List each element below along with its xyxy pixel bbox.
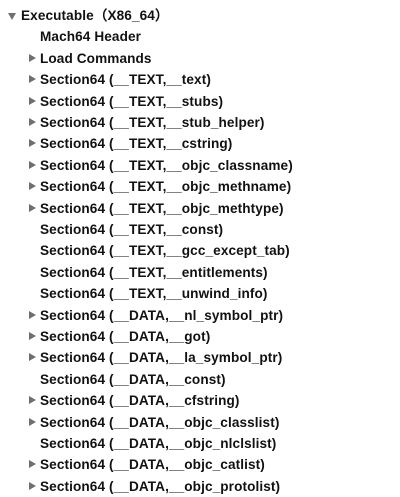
tree-item-label: Load Commands	[40, 50, 152, 66]
tree-item[interactable]: Mach64 Header	[0, 26, 400, 47]
tree-item-label: Section64 (__DATA,__nl_symbol_ptr)	[40, 307, 284, 323]
disclosure-triangle-right-icon[interactable]	[29, 353, 36, 362]
tree-item[interactable]: Section64 (__TEXT,__objc_classname)	[0, 155, 400, 176]
tree-item[interactable]: Section64 (__DATA,__la_symbol_ptr)	[0, 347, 400, 368]
disclosure-triangle-right-icon[interactable]	[29, 75, 36, 84]
tree-item-label: Section64 (__TEXT,__const)	[40, 222, 224, 237]
tree-item[interactable]: Section64 (__TEXT,__const)	[0, 219, 400, 240]
tree-item-label: Section64 (__DATA,__got)	[40, 329, 211, 344]
tree-item-label: Section64 (__TEXT,__objc_methname)	[40, 179, 292, 195]
tree-item-label: Section64 (__DATA,__cfstring)	[40, 393, 240, 409]
disclosure-triangle-right-icon[interactable]	[29, 417, 36, 426]
disclosure-triangle-right-icon[interactable]	[29, 203, 36, 212]
tree-item-label: Section64 (__DATA,__objc_protolist)	[40, 478, 281, 494]
tree-item[interactable]: Section64 (__TEXT,__gcc_except_tab)	[0, 240, 400, 261]
tree-item[interactable]: Section64 (__TEXT,__stub_helper)	[0, 112, 400, 133]
tree-item-label: Section64 (__TEXT,__stub_helper)	[40, 115, 265, 130]
tree-item-label: Section64 (__DATA,__la_symbol_ptr)	[40, 350, 283, 366]
disclosure-triangle-right-icon[interactable]	[29, 96, 36, 105]
tree-item[interactable]: Section64 (__DATA,__objc_nlclslist)	[0, 433, 400, 454]
tree-item-label: Section64 (__TEXT,__objc_methtype)	[40, 200, 284, 216]
tree-item[interactable]: Section64 (__TEXT,__unwind_info)	[0, 283, 400, 304]
tree-root-executable[interactable]: Executable（X86_64）	[0, 5, 400, 26]
disclosure-triangle-right-icon[interactable]	[29, 118, 36, 126]
disclosure-triangle-down-icon[interactable]	[8, 13, 16, 20]
disclosure-triangle-right-icon[interactable]	[29, 460, 36, 469]
tree-item-label: Section64 (__DATA,__objc_catlist)	[40, 457, 265, 473]
tree-item-label: Section64 (__TEXT,__text)	[40, 72, 211, 88]
tree-item-label: Section64 (__DATA,__objc_nlclslist)	[40, 436, 277, 451]
disclosure-triangle-right-icon[interactable]	[29, 160, 36, 169]
tree-item-label: Section64 (__DATA,__const)	[40, 371, 226, 387]
disclosure-triangle-right-icon[interactable]	[29, 332, 36, 340]
tree-item[interactable]: Section64 (__TEXT,__objc_methname)	[0, 176, 400, 197]
tree-item[interactable]: Section64 (__DATA,__got)	[0, 326, 400, 347]
disclosure-triangle-right-icon[interactable]	[29, 481, 36, 490]
disclosure-triangle-right-icon[interactable]	[29, 182, 36, 191]
tree-item[interactable]: Section64 (__DATA,__objc_protolist)	[0, 476, 400, 497]
tree-item[interactable]: Section64 (__DATA,__nl_symbol_ptr)	[0, 305, 400, 326]
disclosure-triangle-right-icon[interactable]	[29, 396, 36, 405]
tree-item-label: Section64 (__TEXT,__cstring)	[40, 136, 233, 152]
disclosure-triangle-right-icon[interactable]	[29, 139, 36, 148]
tree-item[interactable]: Section64 (__TEXT,__cstring)	[0, 133, 400, 154]
disclosure-triangle-right-icon[interactable]	[29, 310, 36, 319]
tree-item[interactable]: Section64 (__TEXT,__objc_methtype)	[0, 198, 400, 219]
tree-item-label: Mach64 Header	[40, 29, 142, 45]
tree-item[interactable]: Section64 (__DATA,__cfstring)	[0, 390, 400, 411]
tree-item[interactable]: Section64 (__DATA,__objc_catlist)	[0, 454, 400, 475]
tree-item[interactable]: Load Commands	[0, 48, 400, 69]
tree-item[interactable]: Section64 (__TEXT,__stubs)	[0, 91, 400, 112]
tree-item-label: Section64 (__TEXT,__unwind_info)	[40, 286, 268, 302]
tree-item[interactable]: Section64 (__DATA,__objc_classlist)	[0, 412, 400, 433]
tree-item-label: Section64 (__DATA,__objc_classlist)	[40, 414, 280, 430]
tree-item-label: Section64 (__TEXT,__entitlements)	[40, 264, 268, 280]
tree-item-label: Section64 (__TEXT,__stubs)	[40, 93, 224, 109]
tree-root-label: Executable（X86_64）	[21, 8, 169, 23]
disclosure-triangle-right-icon[interactable]	[29, 53, 36, 62]
tree-item[interactable]: Section64 (__DATA,__const)	[0, 369, 400, 390]
tree-item-label: Section64 (__TEXT,__objc_classname)	[40, 157, 293, 173]
tree-item[interactable]: Section64 (__TEXT,__entitlements)	[0, 262, 400, 283]
tree-item-label: Section64 (__TEXT,__gcc_except_tab)	[40, 243, 290, 259]
tree-item[interactable]: Section64 (__TEXT,__text)	[0, 69, 400, 90]
